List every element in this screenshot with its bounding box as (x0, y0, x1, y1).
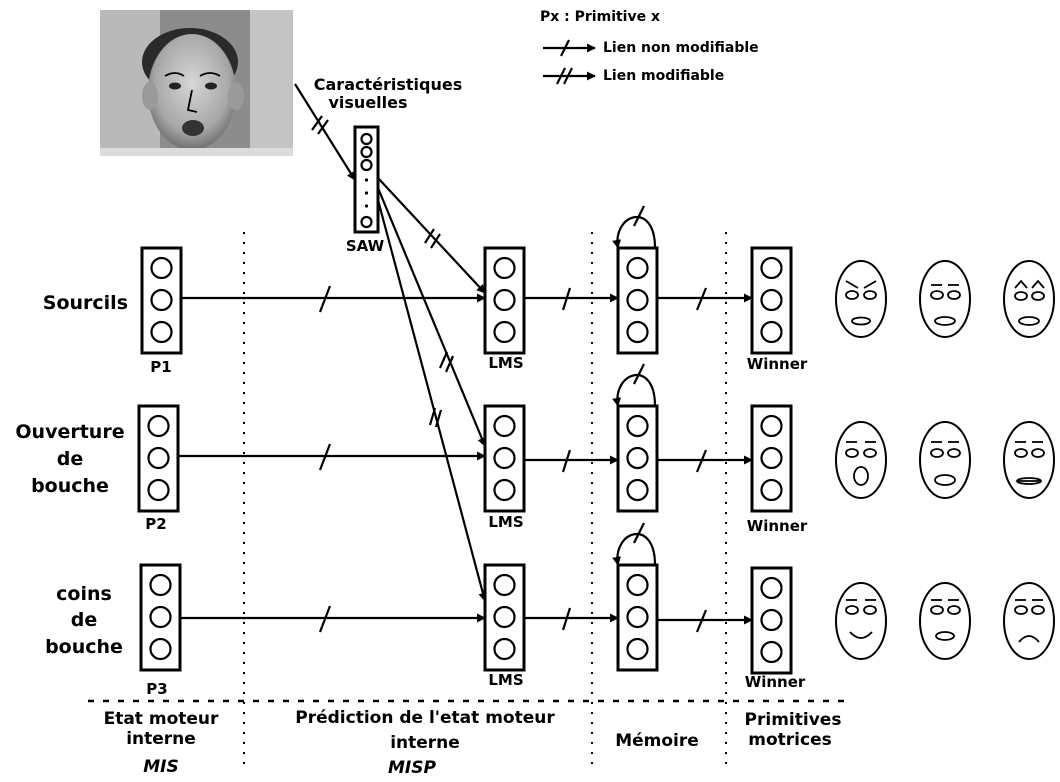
row-3-name-line2: de (71, 609, 98, 631)
face-neutral-mouth-icon (919, 582, 971, 660)
row-sourcils: Sourcils P1 LMS Winner (43, 205, 808, 376)
section-motor-line1: Primitives (745, 710, 842, 730)
faces-row-2 (835, 421, 1055, 499)
face-open-mouth-icon (835, 421, 887, 499)
row-ouverture-de-bouche: Ouverture de bouche P2 LMS Winner (15, 363, 808, 535)
primitive-p2-label: P2 (145, 515, 166, 533)
face-closed-mouth-icon (1003, 421, 1055, 499)
saw-to-lms2-link (376, 187, 487, 447)
faces-row-3 (835, 582, 1055, 660)
section-misp-line2: interne (390, 733, 460, 753)
face-raised-brows-icon (1003, 260, 1055, 338)
row-1-name-line1: Sourcils (43, 292, 128, 314)
row-3-name-line1: coins (56, 583, 112, 605)
faces-row-1 (835, 260, 1055, 338)
face-photo (100, 10, 293, 156)
legend-fixed-link: Lien non modifiable (603, 40, 759, 56)
visual-features-label-line2: visuelles (328, 93, 407, 112)
lms-2-label: LMS (488, 513, 523, 531)
primitive-p1-label: P1 (150, 358, 171, 376)
winner-2-label: Winner (747, 517, 808, 535)
row-2-name-line3: bouche (31, 475, 109, 497)
winner-3-label: Winner (745, 673, 806, 691)
winner-1-label: Winner (747, 355, 808, 373)
face-angry-icon (835, 260, 887, 338)
section-motor-line2: motrices (748, 730, 831, 750)
photo-to-saw-link (294, 83, 356, 181)
section-mis-line2: interne (126, 729, 196, 749)
lms-1-label: LMS (488, 354, 523, 372)
visual-features-label-line1: Caractéristiques (314, 75, 462, 94)
row-2-name-line1: Ouverture (15, 421, 124, 443)
saw-layer: SAW (346, 125, 385, 255)
face-frown-icon (1003, 582, 1055, 660)
row-coins-de-bouche: coins de bouche P3 LMS Winner (45, 522, 806, 698)
face-half-open-mouth-icon (919, 421, 971, 499)
section-misp-line1: Prédiction de l'etat moteur (295, 708, 555, 728)
legend: Px : Primitive x Lien non modifiable Lie… (540, 9, 759, 85)
section-mis-line1: Etat moteur (104, 709, 219, 729)
section-misp-abbr: MISP (388, 758, 436, 777)
face-neutral-icon (919, 260, 971, 338)
row-3-name-line3: bouche (45, 636, 123, 658)
primitive-p3-label: P3 (146, 680, 167, 698)
saw-to-lms3-link (376, 199, 488, 602)
lms-3-label: LMS (488, 671, 523, 689)
legend-title: Px : Primitive x (540, 9, 660, 25)
legend-modifiable-link: Lien modifiable (603, 68, 724, 84)
saw-label: SAW (346, 237, 385, 255)
section-mis-abbr: MIS (143, 757, 179, 777)
face-smile-icon (835, 582, 887, 660)
row-2-name-line2: de (57, 448, 84, 470)
saw-to-lms1-link (377, 177, 486, 294)
section-memory: Mémoire (615, 731, 699, 751)
